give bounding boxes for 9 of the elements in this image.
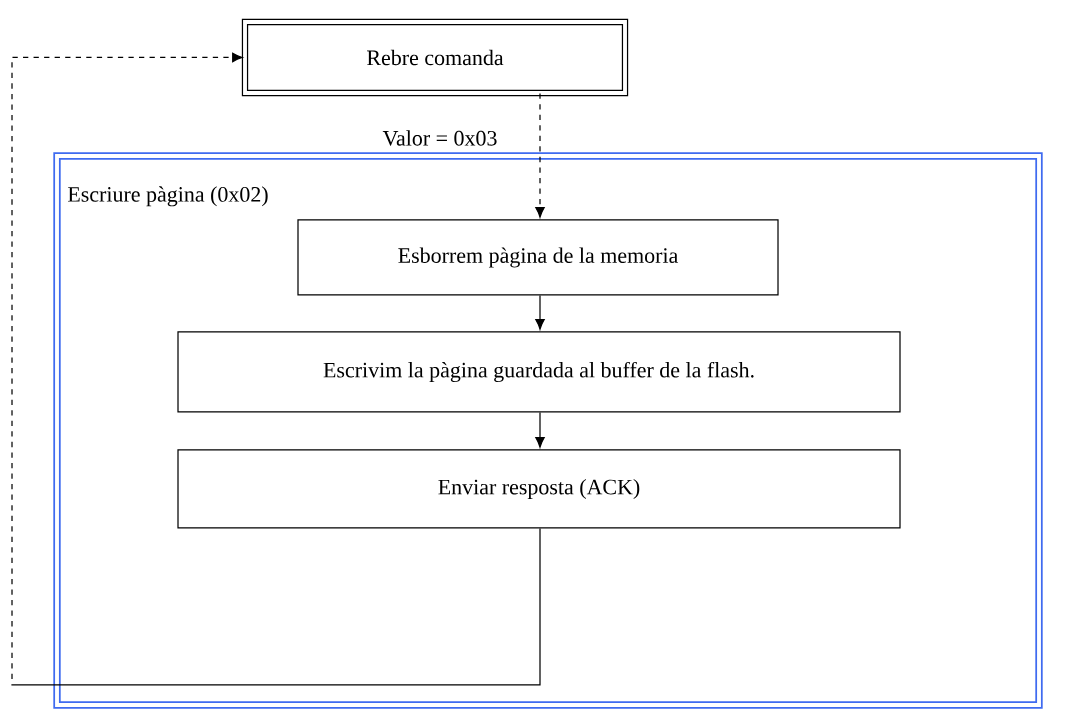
process-box: Esborrem pàgina de la memoria [297,219,779,296]
process-box: Enviar resposta (ACK) [177,449,901,529]
edge-label: Valor = 0x03 [380,128,500,148]
arrow [535,412,545,448]
arrow [535,93,545,218]
arrow [535,295,545,330]
process-box: Rebre comanda [241,18,629,97]
arrow [11,52,541,686]
process-box: Escrivim la pàgina guardada al buffer de la flash. [177,331,901,413]
